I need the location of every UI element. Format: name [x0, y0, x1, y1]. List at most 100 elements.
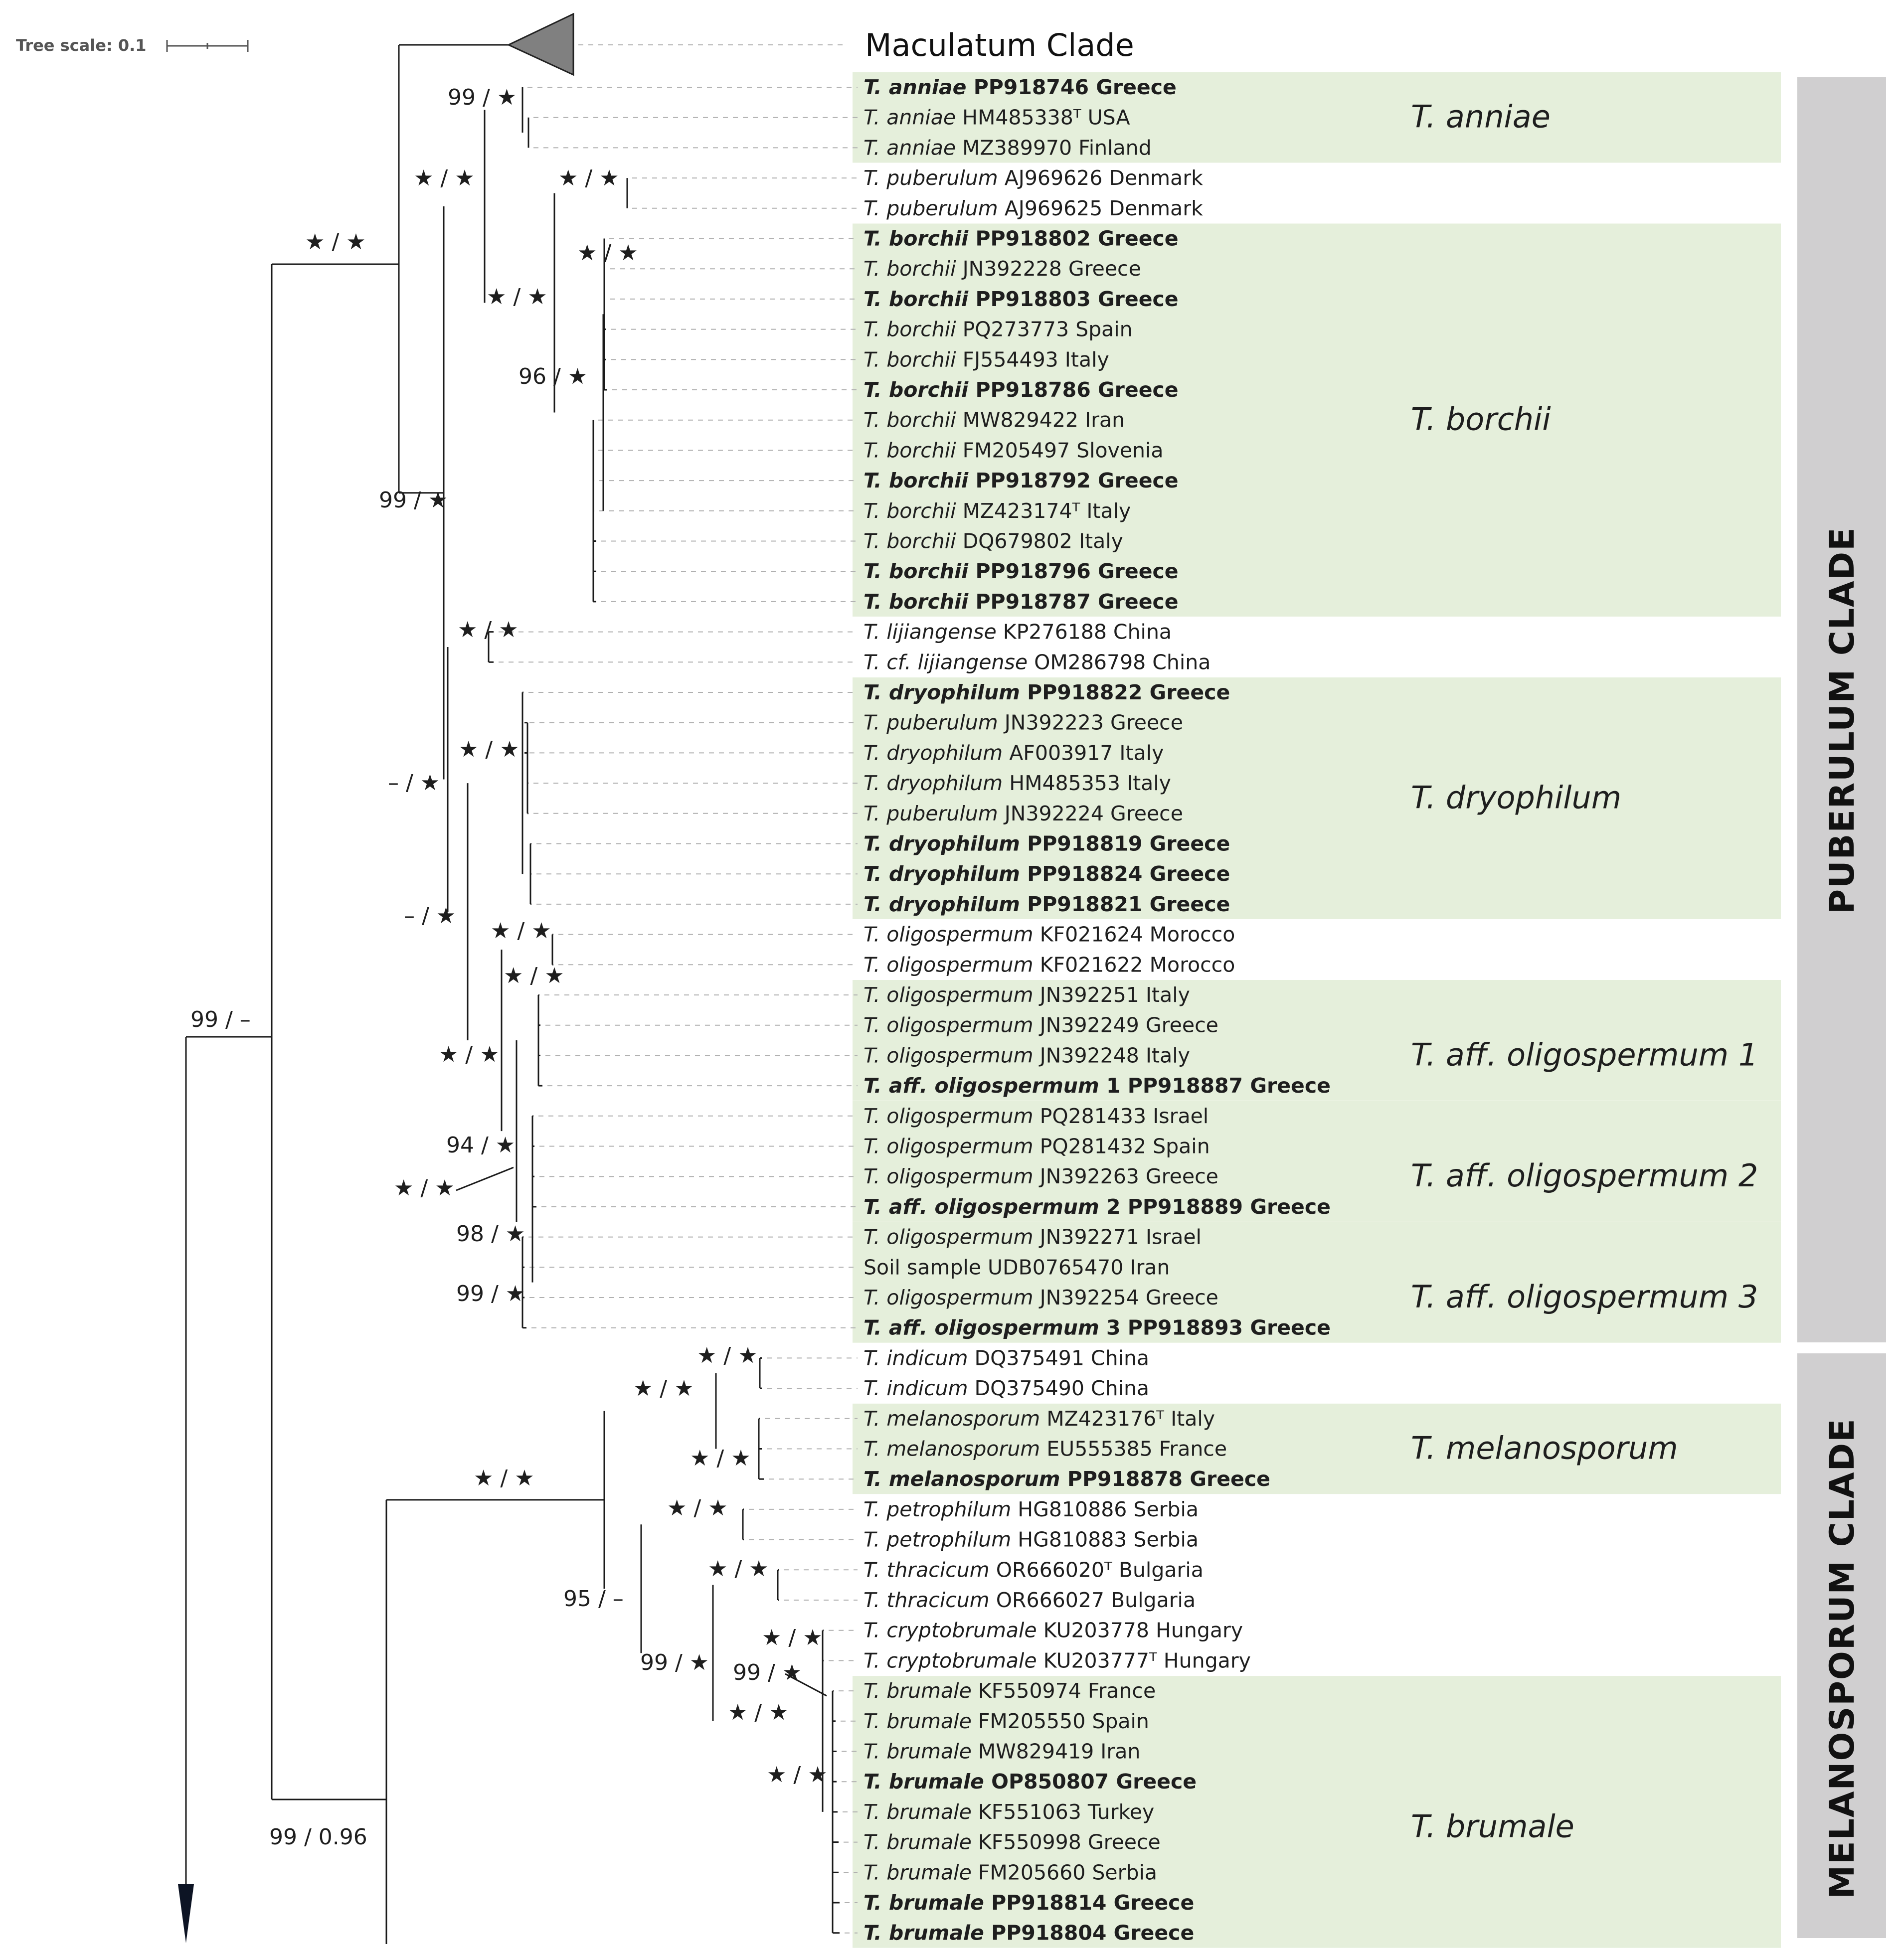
taxon-species-name: T. brumale: [864, 1679, 978, 1703]
taxon-accession: PP918814 Greece: [991, 1891, 1194, 1915]
support-value: ★ / ★: [439, 1042, 500, 1067]
taxon-label: T. petrophilum HG810883 Serbia: [864, 1528, 1199, 1552]
tree-branches: [186, 44, 840, 1944]
taxon-label: T. lijiangense KP276188 China: [864, 620, 1172, 644]
taxon-accession: HM485353 Italy: [1009, 771, 1171, 795]
taxon-accession: MW829422 Iran: [963, 408, 1125, 432]
taxon-species-name: T. borchii: [864, 529, 963, 553]
taxon-accession: 2 PP918889 Greece: [1106, 1195, 1331, 1219]
taxon-label: T. dryophilum PP918821 Greece: [864, 892, 1230, 916]
taxon-species-name: T. petrophilum: [864, 1528, 1018, 1552]
taxon-accession: DQ375491 China: [975, 1346, 1150, 1370]
taxon-label: T. oligospermum PQ281432 Spain: [864, 1135, 1210, 1158]
taxon-accession: JN392228 Greece: [961, 257, 1141, 281]
support-value: ★ / ★: [487, 284, 547, 310]
support-value: ★ / ★: [504, 963, 564, 988]
taxon-accession: HG810886 Serbia: [1018, 1497, 1199, 1521]
taxon-species-name: T. borchii: [864, 318, 963, 341]
taxon-accession: JN392249 Greece: [1039, 1013, 1218, 1037]
support-value: ★ / ★: [474, 1466, 534, 1491]
support-value: ★ / ★: [767, 1762, 828, 1788]
tree-scale-label: Tree scale: 0.1: [16, 36, 147, 55]
taxon-species-name: T. brumale: [864, 1740, 978, 1764]
taxon-accession: KF551063 Turkey: [978, 1800, 1154, 1824]
species-label-dryophilum: T. dryophilum: [1411, 779, 1621, 816]
support-values: ★ / ★99 / ★99 / ★★ / ★★ / ★★ / ★★ / ★96 …: [190, 85, 828, 1850]
support-value: 99 / –: [190, 1007, 251, 1032]
taxon-species-name: T. aff. oligospermum: [864, 1074, 1106, 1098]
taxon-species-name: T. oligospermum: [864, 983, 1040, 1007]
taxon-label: T. anniae HM485338ᵀ USA: [864, 106, 1130, 130]
taxon-species-name: T. indicum: [864, 1346, 975, 1370]
taxon-accession: KU203777ᵀ Hungary: [1043, 1648, 1251, 1672]
taxon-species-name: T. borchii: [864, 469, 975, 492]
support-value: 98 / ★: [456, 1221, 525, 1247]
taxon-label: T. brumale KF551063 Turkey: [864, 1800, 1154, 1824]
taxon-label: T. thracicum OR666020ᵀ Bulgaria: [864, 1558, 1204, 1582]
taxon-label: T. brumale FM205660 Serbia: [864, 1860, 1157, 1884]
highlight-box: [853, 677, 1781, 919]
taxon-species-name: T. brumale: [864, 1800, 978, 1824]
highlight-box: [853, 980, 1781, 1101]
taxon-species-name: T. brumale: [864, 1709, 978, 1733]
taxon-species-name: T. borchii: [864, 287, 975, 311]
taxon-species-name: T. aff. oligospermum: [864, 1195, 1106, 1219]
taxon-species-name: T. borchii: [864, 499, 963, 523]
taxon-species-name: T. oligospermum: [864, 1013, 1040, 1037]
taxon-species-name: T. thracicum: [864, 1588, 996, 1612]
support-pointer: [785, 1673, 827, 1697]
taxon-species-name: T. brumale: [864, 1770, 991, 1794]
taxon-accession: KF550998 Greece: [978, 1830, 1161, 1854]
taxon-label: T. oligospermum PQ281433 Israel: [864, 1104, 1209, 1128]
species-label-olig2: T. aff. oligospermum 2: [1411, 1157, 1758, 1194]
support-value: ★ / ★: [577, 240, 638, 266]
support-value: ★ / ★: [458, 617, 519, 643]
taxon-accession: JN392223 Greece: [1003, 711, 1183, 735]
taxon-accession: DQ375490 China: [975, 1376, 1150, 1400]
taxon-label: T. oligospermum JN392263 Greece: [864, 1164, 1218, 1188]
taxon-accession: FJ554493 Italy: [963, 347, 1109, 371]
taxon-species-name: T. lijiangense: [864, 620, 1003, 644]
taxon-label: T. dryophilum PP918822 Greece: [864, 680, 1230, 704]
support-value: 99 / ★: [640, 1650, 709, 1675]
species-label-anniae: T. anniae: [1411, 99, 1551, 135]
taxon-species-name: T. puberulum: [864, 711, 1005, 735]
taxon-species-name: T. borchii: [864, 590, 975, 614]
support-value: ★ / ★: [491, 918, 551, 944]
taxon-label: T. borchii PQ273773 Spain: [864, 318, 1133, 341]
taxon-species-name: T. brumale: [864, 1860, 978, 1884]
species-highlight-boxes: [853, 72, 1781, 1948]
highlight-box: [853, 1101, 1781, 1222]
support-value: ★ / ★: [728, 1700, 789, 1725]
taxon-accession: PP918787 Greece: [975, 590, 1178, 614]
taxon-accession: PP918802 Greece: [975, 227, 1178, 251]
taxon-species-name: T. oligospermum: [864, 1104, 1040, 1128]
taxon-label: T. dryophilum HM485353 Italy: [864, 771, 1171, 795]
taxon-label: T. melanosporum MZ423176ᵀ Italy: [864, 1407, 1215, 1431]
taxon-accession: FM205660 Serbia: [978, 1860, 1157, 1884]
taxon-accession: JN392248 Italy: [1039, 1043, 1190, 1067]
taxon-species-name: T. melanosporum: [864, 1467, 1067, 1491]
taxon-label: T. puberulum AJ969626 Denmark: [864, 166, 1203, 190]
taxon-species-name: T. oligospermum: [864, 953, 1040, 977]
taxon-accession: AJ969626 Denmark: [1005, 166, 1203, 190]
taxon-accession: DQ679802 Italy: [963, 529, 1123, 553]
taxon-label: T. dryophilum PP918819 Greece: [864, 832, 1230, 856]
taxon-label: T. dryophilum AF003917 Italy: [864, 741, 1164, 765]
support-value: ★ / ★: [708, 1556, 769, 1582]
taxon-label: T. melanosporum PP918878 Greece: [864, 1467, 1270, 1491]
taxon-label: T. borchii FJ554493 Italy: [864, 347, 1109, 371]
support-value: 99 / ★: [448, 85, 517, 110]
taxon-species-name: T. anniae: [864, 106, 962, 130]
highlight-box: [853, 1222, 1781, 1343]
support-value: 99 / 0.96: [269, 1824, 367, 1850]
taxon-label: T. petrophilum HG810886 Serbia: [864, 1497, 1199, 1521]
taxon-label: T. anniae PP918746 Greece: [864, 75, 1177, 99]
taxon-label: T. puberulum AJ969625 Denmark: [864, 196, 1203, 220]
support-value: ★ / ★: [690, 1446, 751, 1471]
continuation-arrow: [178, 1037, 194, 1943]
taxon-species-name: T. brumale: [864, 1921, 991, 1945]
taxon-species-name: T. oligospermum: [864, 1135, 1040, 1158]
taxon-label: T. aff. oligospermum 2 PP918889 Greece: [864, 1195, 1331, 1219]
